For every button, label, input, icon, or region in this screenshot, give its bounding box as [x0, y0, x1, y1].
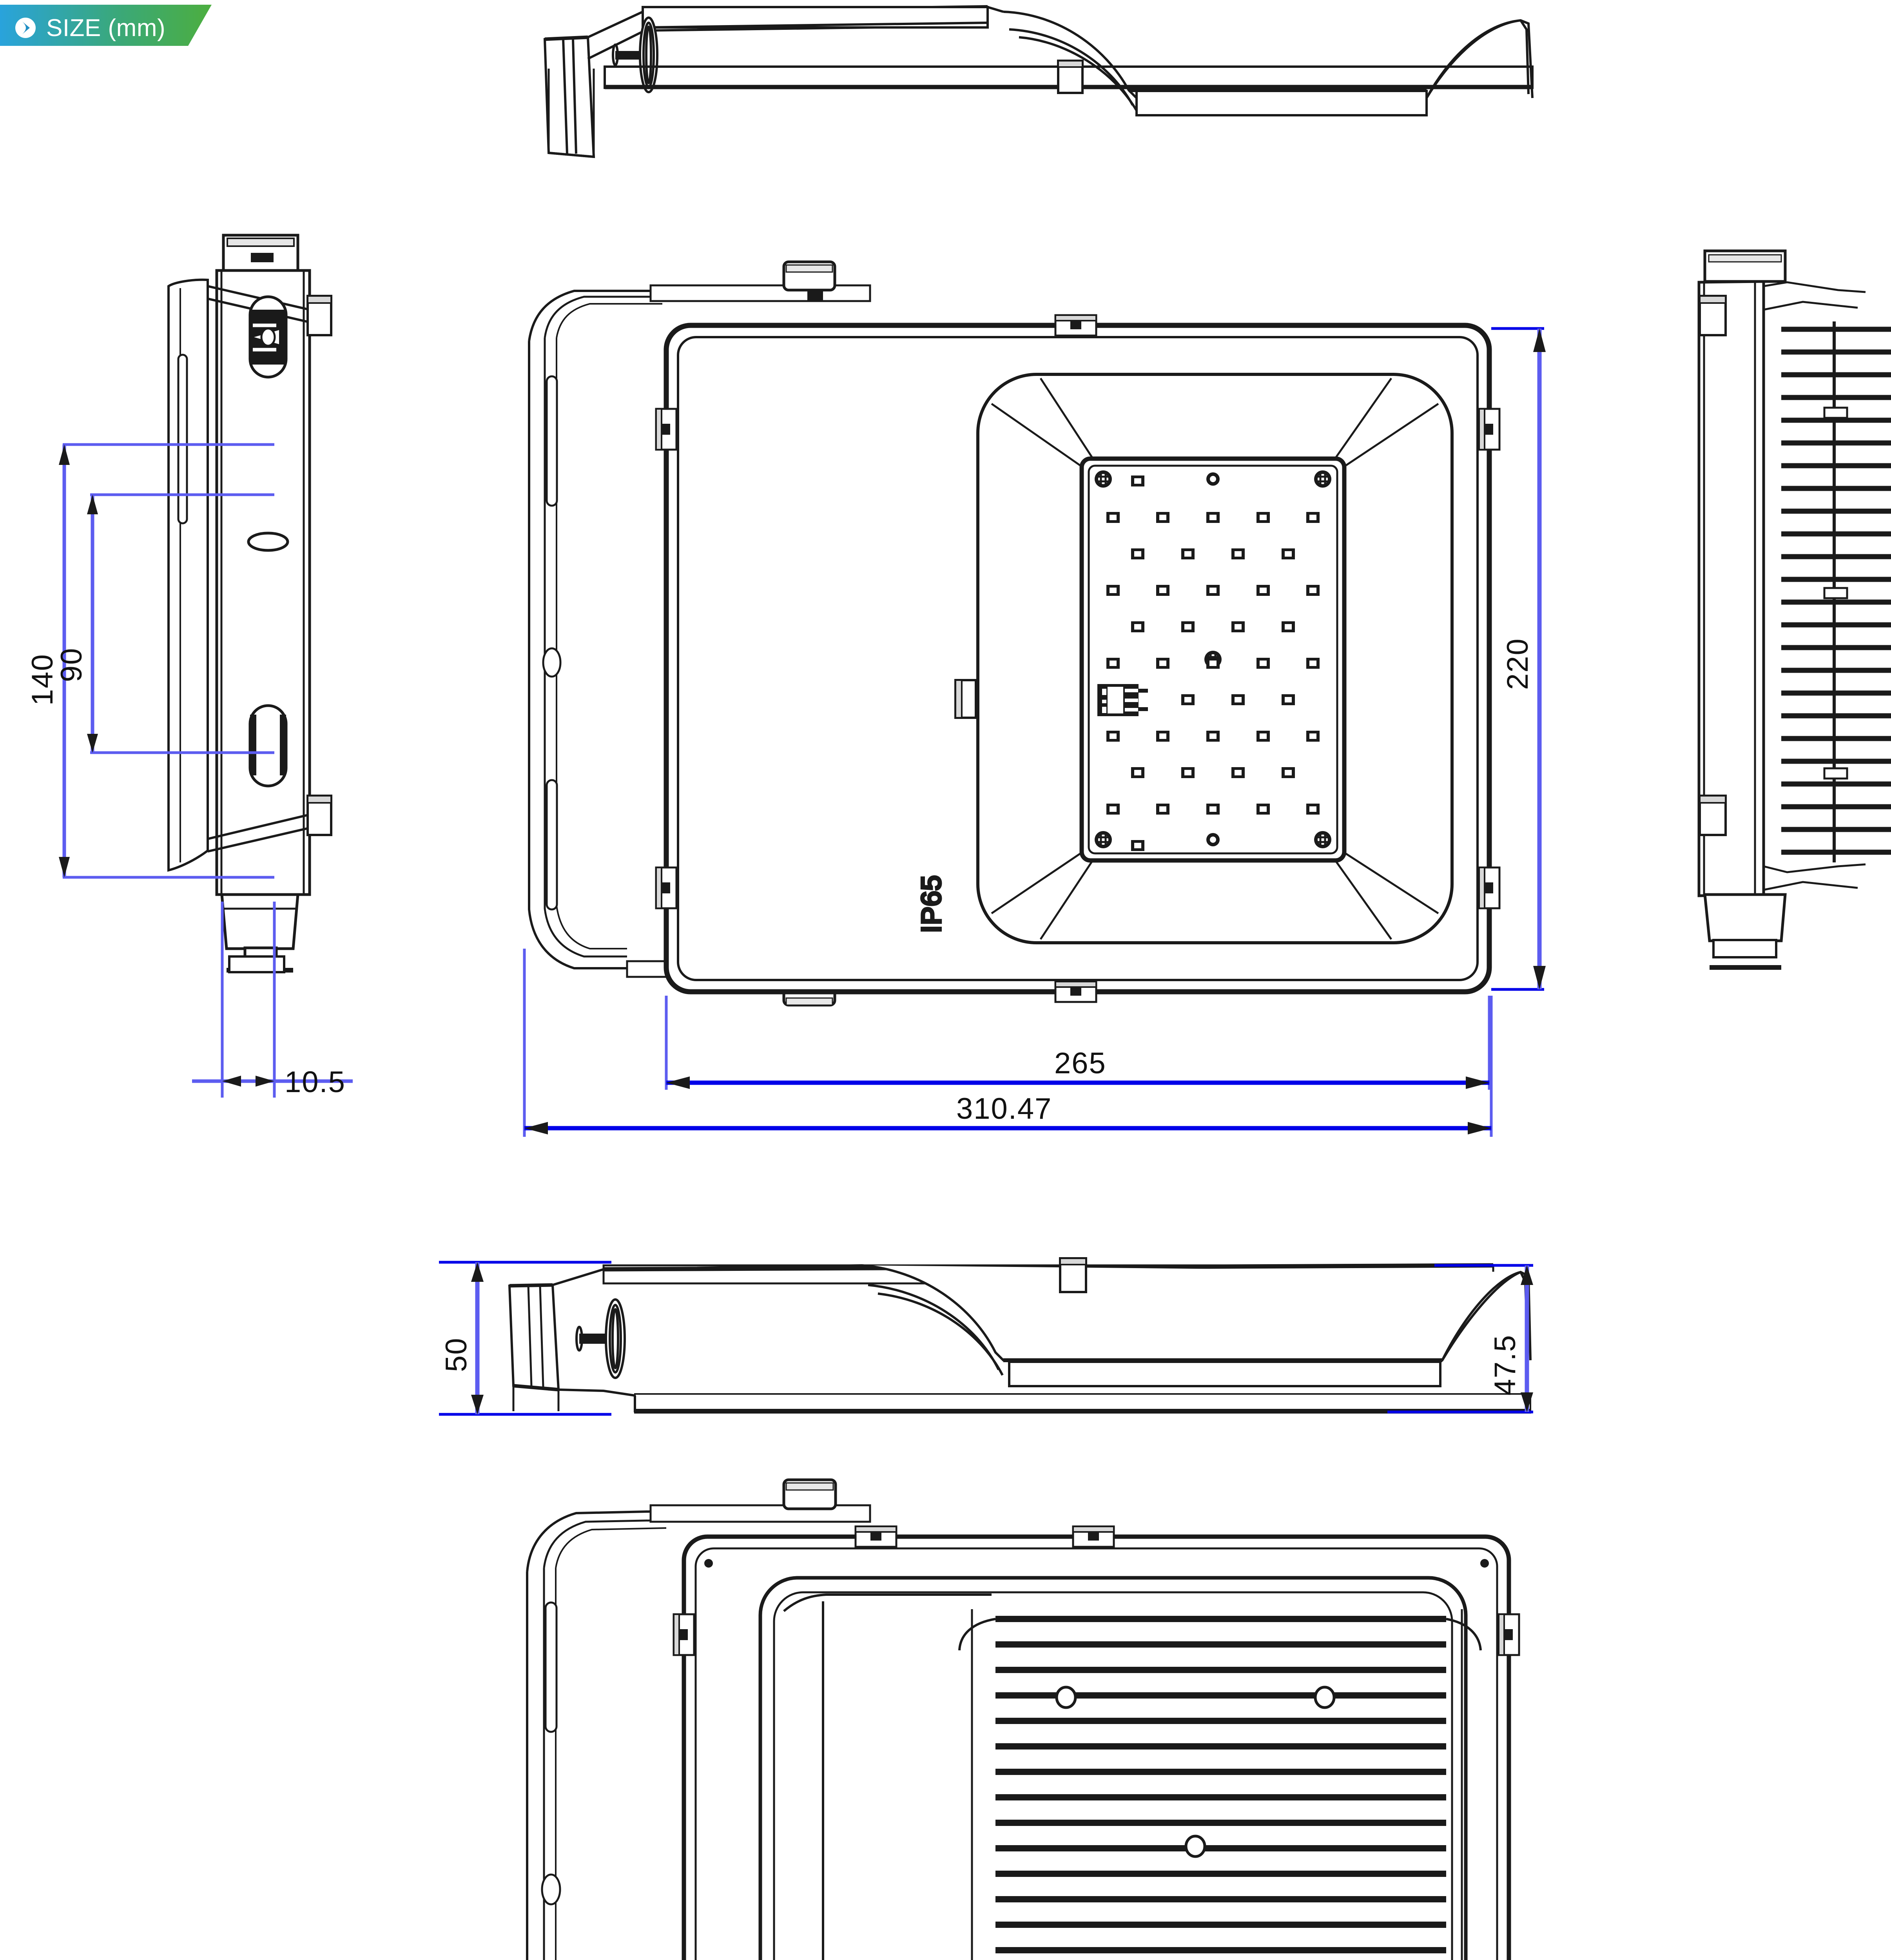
view-front: IP65	[528, 260, 1499, 1007]
dimension-label-50: 50	[440, 1337, 473, 1372]
chevron-right-circle-icon	[15, 18, 36, 38]
view-right-side	[1697, 249, 1891, 970]
terminal-connector	[1097, 684, 1148, 716]
dimension-overall-width: 310.47	[523, 949, 1493, 1137]
size-banner-label: SIZE (mm)	[46, 15, 166, 42]
dimension-label-10-5: 10.5	[285, 1065, 346, 1099]
dimension-label-220: 220	[1501, 638, 1534, 690]
view-section-side	[508, 1257, 1532, 1414]
dimension-label-140: 140	[26, 653, 59, 706]
dimension-label-47-5: 47.5	[1489, 1334, 1522, 1396]
dimension-bracket-slot-span: 140	[26, 443, 274, 879]
dimension-bracket-hole-span: 90	[55, 493, 274, 754]
dimension-bracket-thickness: 10.5	[192, 902, 353, 1099]
view-top	[543, 5, 1534, 158]
dimension-overall-depth: 50	[439, 1261, 611, 1416]
dimension-body-depth: 47.5	[1387, 1264, 1533, 1414]
dimension-label-265: 265	[1054, 1047, 1106, 1080]
view-rear	[526, 1478, 1519, 1960]
view-left-side	[167, 234, 332, 973]
size-banner: SIZE (mm)	[0, 5, 212, 46]
dimension-label-90: 90	[55, 647, 88, 682]
dimension-body-width: 265	[665, 996, 1491, 1090]
ip-rating-label: IP65	[916, 875, 946, 933]
dimension-body-height: 220	[1491, 327, 1546, 991]
dimension-label-310-47: 310.47	[956, 1092, 1052, 1125]
